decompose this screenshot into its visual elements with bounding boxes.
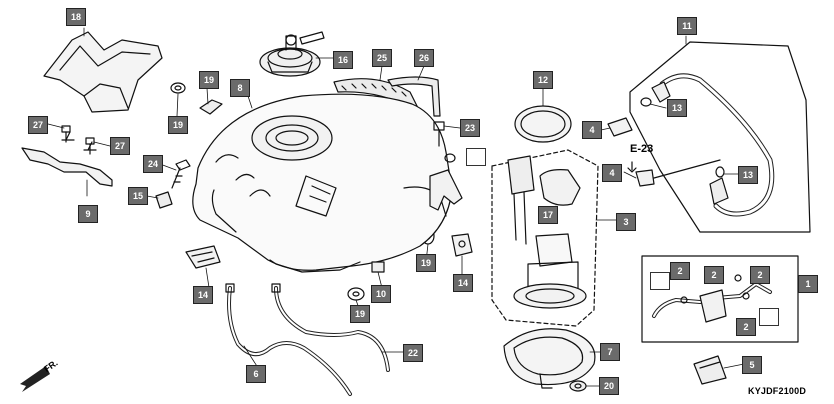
- callout-6: 6: [246, 365, 266, 383]
- callout-2-d: 2: [736, 318, 756, 336]
- part-27-bolt-a: [61, 125, 71, 143]
- callout-19-b: 19: [168, 116, 188, 134]
- e23-arrow: [627, 161, 637, 173]
- part-19-washer-d: [347, 287, 365, 301]
- callout-23: 23: [460, 119, 480, 137]
- tank-rear-bracket: [429, 169, 463, 211]
- callout-5: 5: [742, 356, 762, 374]
- section-reference-e23: E-23: [630, 143, 654, 155]
- callout-27-b: 27: [110, 137, 130, 155]
- callout-13-a: 13: [667, 99, 687, 117]
- part-13-clip-a: [640, 97, 652, 107]
- part-20-nut: [569, 380, 587, 392]
- callout-empty-2: [650, 272, 670, 290]
- part-16-fuel-cap: [259, 31, 325, 77]
- part-19-washer-a: [170, 82, 186, 94]
- part-4-clamp-upper: [607, 117, 633, 137]
- part-5-connector: [693, 355, 727, 385]
- callout-11: 11: [677, 17, 697, 35]
- part-18-tank-cover: [43, 31, 163, 113]
- callout-27-a: 27: [28, 116, 48, 134]
- callout-4-a: 4: [582, 121, 602, 139]
- callout-24: 24: [143, 155, 163, 173]
- part-8-fuel-tank: [192, 93, 453, 273]
- callout-12: 12: [533, 71, 553, 89]
- callout-4-b: 4: [602, 164, 622, 182]
- part-13-clip-b: [715, 166, 725, 178]
- callout-7: 7: [600, 343, 620, 361]
- callout-2-b: 2: [704, 266, 724, 284]
- part-9-bracket: [21, 131, 113, 187]
- callout-13-b: 13: [738, 166, 758, 184]
- callout-22: 22: [403, 344, 423, 362]
- part-7-gasket: [503, 328, 596, 389]
- callout-empty-3: [759, 308, 779, 326]
- part-10-cushion: [371, 261, 385, 273]
- callout-2-a: 2: [670, 262, 690, 280]
- part-11-fuel-hose-assembly: [629, 41, 811, 233]
- callout-2-c: 2: [750, 266, 770, 284]
- callout-19-d: 19: [350, 305, 370, 323]
- callout-14-a: 14: [193, 286, 213, 304]
- part-1-fuel-filter-assembly: [641, 255, 799, 343]
- part-19-washer-b: [199, 99, 223, 115]
- callout-18: 18: [66, 8, 86, 26]
- part-6-drain-hose: [225, 283, 352, 396]
- callout-16: 16: [333, 51, 353, 69]
- callout-20: 20: [599, 377, 619, 395]
- part-26-strip: [387, 76, 441, 117]
- callout-26: 26: [414, 49, 434, 67]
- part-14-clip-left: [185, 245, 221, 269]
- callout-9: 9: [78, 205, 98, 223]
- callout-8: 8: [230, 79, 250, 97]
- callout-1: 1: [798, 275, 818, 293]
- callout-19-c: 19: [416, 254, 436, 272]
- part-15-clip: [155, 191, 173, 209]
- callout-3: 3: [616, 213, 636, 231]
- callout-17: 17: [538, 206, 558, 224]
- leader-line-e23: [653, 159, 721, 179]
- part-14-clip-right: [451, 233, 473, 257]
- diagram-reference-code: KYJDF2100D: [748, 386, 807, 396]
- callout-10: 10: [371, 285, 391, 303]
- callout-19-a: 19: [199, 71, 219, 89]
- front-direction-arrow: [20, 366, 50, 392]
- part-24-bolt: [171, 159, 191, 189]
- part-27-bolt-b: [85, 137, 95, 155]
- callout-empty-1: [466, 148, 486, 166]
- part-22-breather-hose: [271, 283, 390, 372]
- callout-25: 25: [372, 49, 392, 67]
- part-4-clamp-lower: [635, 169, 655, 187]
- part-12-gasket: [514, 105, 572, 143]
- part-3-fuel-pump-assembly: [491, 149, 599, 327]
- callout-15: 15: [128, 187, 148, 205]
- callout-14-b: 14: [453, 274, 473, 292]
